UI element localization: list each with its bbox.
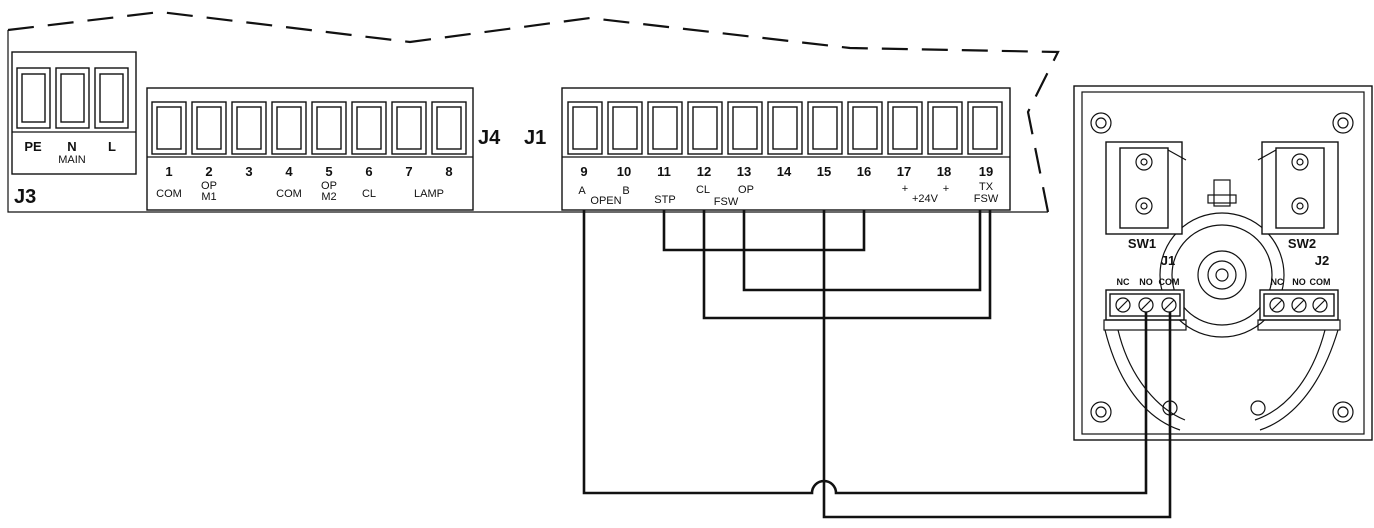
j1-contact-no: NO	[1139, 277, 1153, 287]
switch-j2-label: J2	[1315, 253, 1329, 268]
j3-caption-main: MAIN	[58, 154, 86, 166]
j1-num-19: 19	[979, 164, 993, 179]
j4-sub-5b: M2	[321, 191, 336, 203]
sw1-label: SW1	[1128, 236, 1156, 251]
j3-screw-slots	[16, 67, 129, 129]
j2-contact-no: NO	[1292, 277, 1306, 287]
j1-label-a: A	[578, 185, 586, 197]
j2-contact-com: COM	[1310, 277, 1331, 287]
j1-num-13: 13	[737, 164, 751, 179]
j1-label-stp: STP	[654, 194, 675, 206]
j1-label-fsw-19: FSW	[974, 193, 999, 205]
j4-sub-1: COM	[156, 188, 182, 200]
j1-num-15: 15	[817, 164, 831, 179]
j4-num-7: 7	[405, 164, 412, 179]
j4-sub-6: CL	[362, 188, 376, 200]
j1-title: J1	[524, 127, 546, 149]
control-board	[7, 10, 1060, 213]
j3-terminal-block: PE N L MAIN	[11, 51, 137, 175]
wire-open-a	[582, 210, 1148, 495]
j1-label-plus-18: +	[943, 183, 949, 195]
j1-label-b: B	[622, 185, 629, 197]
j4-num-8: 8	[445, 164, 452, 179]
j4-sub-4: COM	[276, 188, 302, 200]
j4-sub-5a: OP	[321, 180, 337, 192]
j4-num-5: 5	[325, 164, 332, 179]
switch-j1-label: J1	[1161, 253, 1175, 268]
sw1-microswitch: SW1	[1105, 141, 1187, 251]
j1-label-tx: TX	[979, 181, 994, 193]
j1-label-fsw: FSW	[714, 196, 739, 208]
switch-j2-connector	[1257, 289, 1341, 331]
j1-num-14: 14	[777, 164, 792, 179]
j1-screw-slots	[567, 101, 1003, 155]
j4-num-6: 6	[365, 164, 372, 179]
j4-num-4: 4	[285, 164, 293, 179]
j4-sub-lamp: LAMP	[414, 188, 444, 200]
j1-label-op: OP	[738, 184, 754, 196]
j4-title: J4	[478, 127, 501, 149]
j1-num-11: 11	[657, 164, 671, 179]
j4-sub-2a: OP	[201, 180, 217, 192]
j1-label-cl: CL	[696, 184, 710, 196]
j1-num-9: 9	[580, 164, 587, 179]
j2-contact-nc: NC	[1271, 277, 1284, 287]
j3-title: J3	[14, 186, 36, 208]
j4-num-3: 3	[245, 164, 252, 179]
j1-contact-nc: NC	[1117, 277, 1130, 287]
wire-stp-link	[662, 210, 866, 252]
limit-switch-box: SW1 SW2 J1 J2 NC NO COM NC NO COM	[1073, 85, 1373, 441]
sw2-microswitch: SW2	[1257, 141, 1339, 251]
j4-sub-2b: M1	[201, 191, 216, 203]
j1-num-12: 12	[697, 164, 711, 179]
j1-num-17: 17	[897, 164, 911, 179]
j1-num-10: 10	[617, 164, 631, 179]
wire-common	[822, 210, 1172, 519]
j1-contact-com: COM	[1159, 277, 1180, 287]
j4-terminal-block: 1 2 3 4 5 6 7 8 COM OP M1 COM OP M2 CL L…	[146, 87, 474, 211]
j1-num-18: 18	[937, 164, 951, 179]
j1-label-24v: +24V	[912, 193, 939, 205]
j3-label-pe: PE	[24, 139, 42, 154]
j1-label-plus-17: +	[902, 183, 908, 195]
wire-cl-fsw	[702, 210, 992, 320]
j3-label-n: N	[67, 139, 76, 154]
j1-label-open: OPEN	[590, 195, 621, 207]
j4-screw-slots	[151, 101, 467, 155]
j1-num-16: 16	[857, 164, 871, 179]
j4-num-2: 2	[205, 164, 212, 179]
wiring	[582, 210, 1172, 519]
j4-num-1: 1	[165, 164, 172, 179]
switch-j1-connector	[1103, 289, 1187, 331]
j1-terminal-block: 9 10 11 12 13 14 15 16 17 18 19 A OPEN B…	[561, 87, 1011, 211]
sw2-label: SW2	[1288, 236, 1316, 251]
j3-label-l: L	[108, 139, 116, 154]
wire-op-fsw	[742, 210, 982, 292]
